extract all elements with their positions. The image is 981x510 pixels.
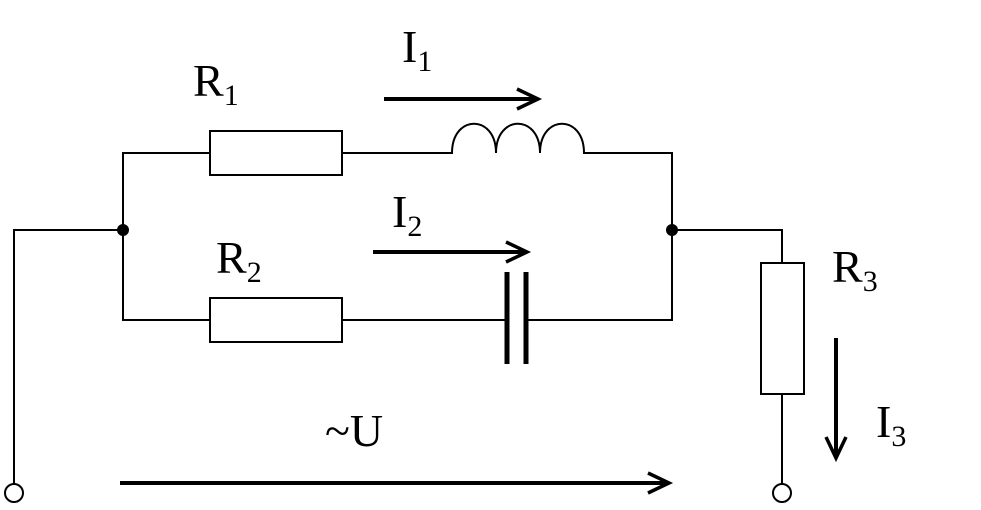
label-i1: I1 xyxy=(402,21,432,78)
terminal-right xyxy=(772,483,792,503)
r3-feed-wire xyxy=(671,229,783,264)
label-i1-sub: 1 xyxy=(417,45,432,78)
terminal-left xyxy=(4,483,24,503)
label-r1: R1 xyxy=(193,55,239,112)
label-i1-main: I xyxy=(402,21,417,72)
voltage-arrow-u xyxy=(120,471,674,495)
label-r2-main: R xyxy=(216,232,247,283)
current-arrow-i3 xyxy=(824,338,848,463)
left-junction-node xyxy=(117,224,129,236)
label-i2-main: I xyxy=(392,186,407,237)
label-r3-sub: 3 xyxy=(863,265,878,298)
label-r2-sub: 2 xyxy=(247,256,262,289)
label-i3-main: I xyxy=(876,396,891,447)
top-branch-wire-c xyxy=(583,152,673,321)
label-r1-main: R xyxy=(193,55,224,106)
current-arrow-i1 xyxy=(384,87,543,111)
label-r1-sub: 1 xyxy=(224,79,239,112)
label-voltage: ~U xyxy=(325,405,383,456)
label-r3-main: R xyxy=(832,241,863,292)
current-arrow-i2 xyxy=(373,240,532,264)
label-r2: R2 xyxy=(216,232,262,289)
label-i3: I3 xyxy=(876,396,906,453)
resistor-r1 xyxy=(209,130,343,176)
label-i3-sub: 3 xyxy=(891,420,906,453)
input-wire-left xyxy=(13,229,124,488)
resistor-r2 xyxy=(209,297,343,343)
label-i2: I2 xyxy=(392,186,422,243)
inductor-coil xyxy=(450,122,586,155)
resistor-r3 xyxy=(760,262,805,395)
label-r3: R3 xyxy=(832,241,878,298)
label-i2-sub: 2 xyxy=(407,210,422,243)
